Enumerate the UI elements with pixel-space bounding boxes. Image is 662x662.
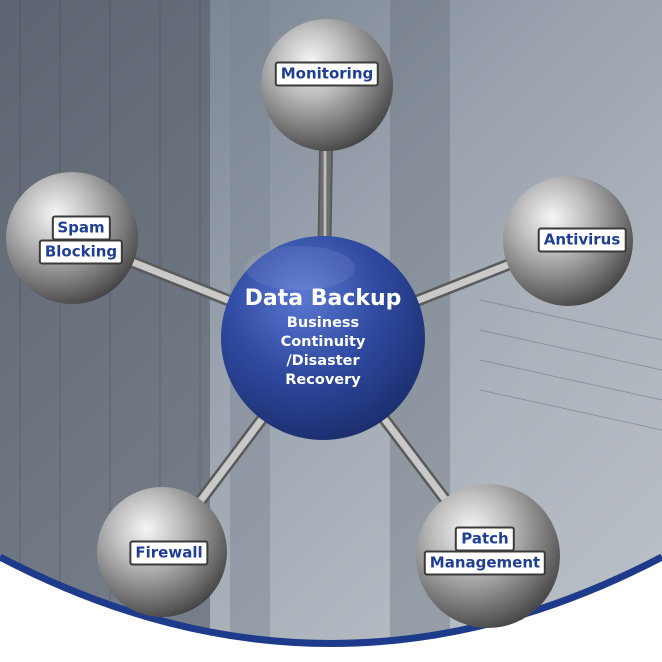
bottom-arc-band <box>0 553 662 647</box>
node-patch-management-label-line1: Patch <box>455 526 515 552</box>
node-spam-blocking-label-line1: Spam <box>51 215 111 241</box>
center-title: Data Backup <box>244 286 402 311</box>
node-monitoring-label: Monitoring <box>274 61 380 87</box>
node-monitoring: Monitoring <box>274 61 380 87</box>
spheres <box>6 19 633 628</box>
node-antivirus-label: Antivirus <box>537 227 627 253</box>
center-subtitle-line2: Continuity <box>280 334 366 350</box>
node-firewall-label: Firewall <box>129 540 209 566</box>
node-patch-management: Patch Management <box>423 526 547 576</box>
center-subtitle-line3: /Disaster <box>286 353 360 369</box>
center-node-label: Data Backup Business Continuity /Disaste… <box>223 286 423 390</box>
node-firewall: Firewall <box>129 540 209 566</box>
node-spam-blocking: Spam Blocking <box>38 215 124 265</box>
node-antivirus: Antivirus <box>537 227 627 253</box>
node-spam-blocking-label-line2: Blocking <box>38 239 124 265</box>
sphere-center <box>221 236 425 440</box>
center-subtitle-line1: Business <box>286 315 360 331</box>
center-subtitle-line4: Recovery <box>285 372 361 388</box>
node-patch-management-label-line2: Management <box>423 550 547 576</box>
